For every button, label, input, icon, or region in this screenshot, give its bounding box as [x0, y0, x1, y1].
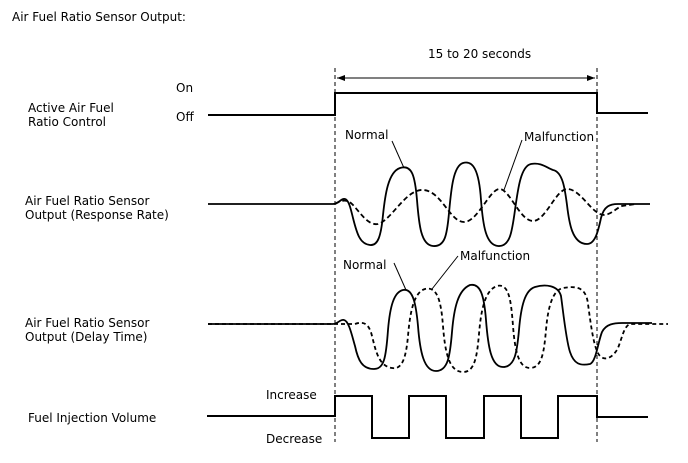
delay-time-label: Air Fuel Ratio Sensor Output (Delay Time… [25, 316, 150, 344]
active-control-label: Active Air Fuel Ratio Control [28, 101, 114, 129]
increase-label: Increase [266, 388, 317, 402]
response-malfunction-label: Malfunction [524, 130, 595, 144]
delay-normal-wave [208, 283, 652, 372]
response-rate-label: Air Fuel Ratio Sensor Output (Response R… [25, 194, 169, 222]
diagram-title: Air Fuel Ratio Sensor Output: [12, 10, 186, 24]
delay-malfunction-pointer [431, 255, 459, 290]
response-malfunction-wave [334, 188, 637, 225]
delay-malfunction-wave [208, 284, 668, 373]
injection-signal [207, 395, 648, 439]
active-control-signal [208, 92, 648, 116]
response-normal-label: Normal [345, 128, 389, 142]
duration-arrow [337, 75, 595, 81]
delay-normal-pointer [393, 262, 407, 291]
response-malfunction-pointer [503, 139, 523, 191]
on-label: On [176, 81, 194, 95]
delay-malfunction-label: Malfunction [460, 249, 531, 263]
response-normal-pointer [391, 140, 405, 169]
off-label: Off [176, 110, 194, 124]
delay-normal-label: Normal [343, 258, 387, 272]
injection-label: Fuel Injection Volume [28, 411, 157, 425]
response-normal-wave [208, 161, 650, 247]
duration-label: 15 to 20 seconds [428, 47, 532, 61]
decrease-label: Decrease [266, 432, 323, 446]
